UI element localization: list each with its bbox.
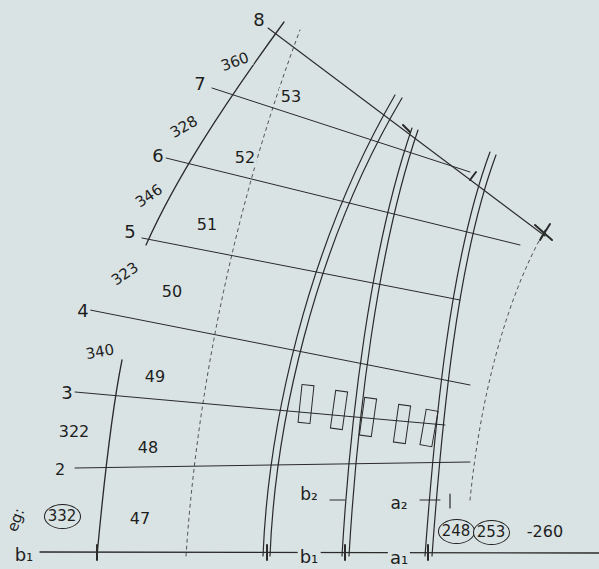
sketch-label: 323	[107, 258, 143, 290]
circled-number: 253	[473, 520, 510, 545]
sketch-label: 51	[195, 216, 219, 234]
sketch-label: b₁	[298, 547, 321, 567]
sketch-label: 360	[217, 49, 253, 76]
sketch-label: 6	[150, 146, 165, 166]
sketch-label: 340	[82, 341, 117, 363]
circled-number: 332	[44, 504, 81, 529]
sketch-label: b₂	[298, 485, 320, 504]
sketch-label: 52	[233, 149, 257, 167]
sketch-label: a₂	[388, 494, 409, 513]
sketch-label: 8	[251, 10, 266, 30]
sketch-label: 3	[59, 383, 74, 403]
sketch-label: -260	[525, 523, 565, 541]
sketch-label: 2	[53, 461, 67, 479]
circled-number: 248	[438, 519, 475, 544]
sketch-label: 4	[75, 301, 90, 321]
circled-value: 332	[48, 509, 77, 524]
sketch-label: 7	[192, 74, 207, 94]
sketch-label: eg:	[3, 504, 28, 536]
circled-value: 248	[442, 524, 471, 539]
sketch-label: 49	[143, 368, 167, 386]
sketch-label: 50	[160, 283, 184, 301]
sketch-label: 53	[279, 88, 303, 106]
circled-value: 253	[477, 525, 506, 540]
sketch-label: 47	[128, 510, 152, 528]
sketch-label: b₁	[13, 545, 36, 565]
sketch-label: 48	[136, 439, 160, 457]
sketch-label: 328	[166, 112, 203, 143]
sketch-label: 5	[122, 222, 137, 242]
sketch-label: 346	[131, 180, 167, 212]
sketch-label: a₁	[388, 548, 410, 568]
sketch-label: 322	[57, 423, 92, 441]
